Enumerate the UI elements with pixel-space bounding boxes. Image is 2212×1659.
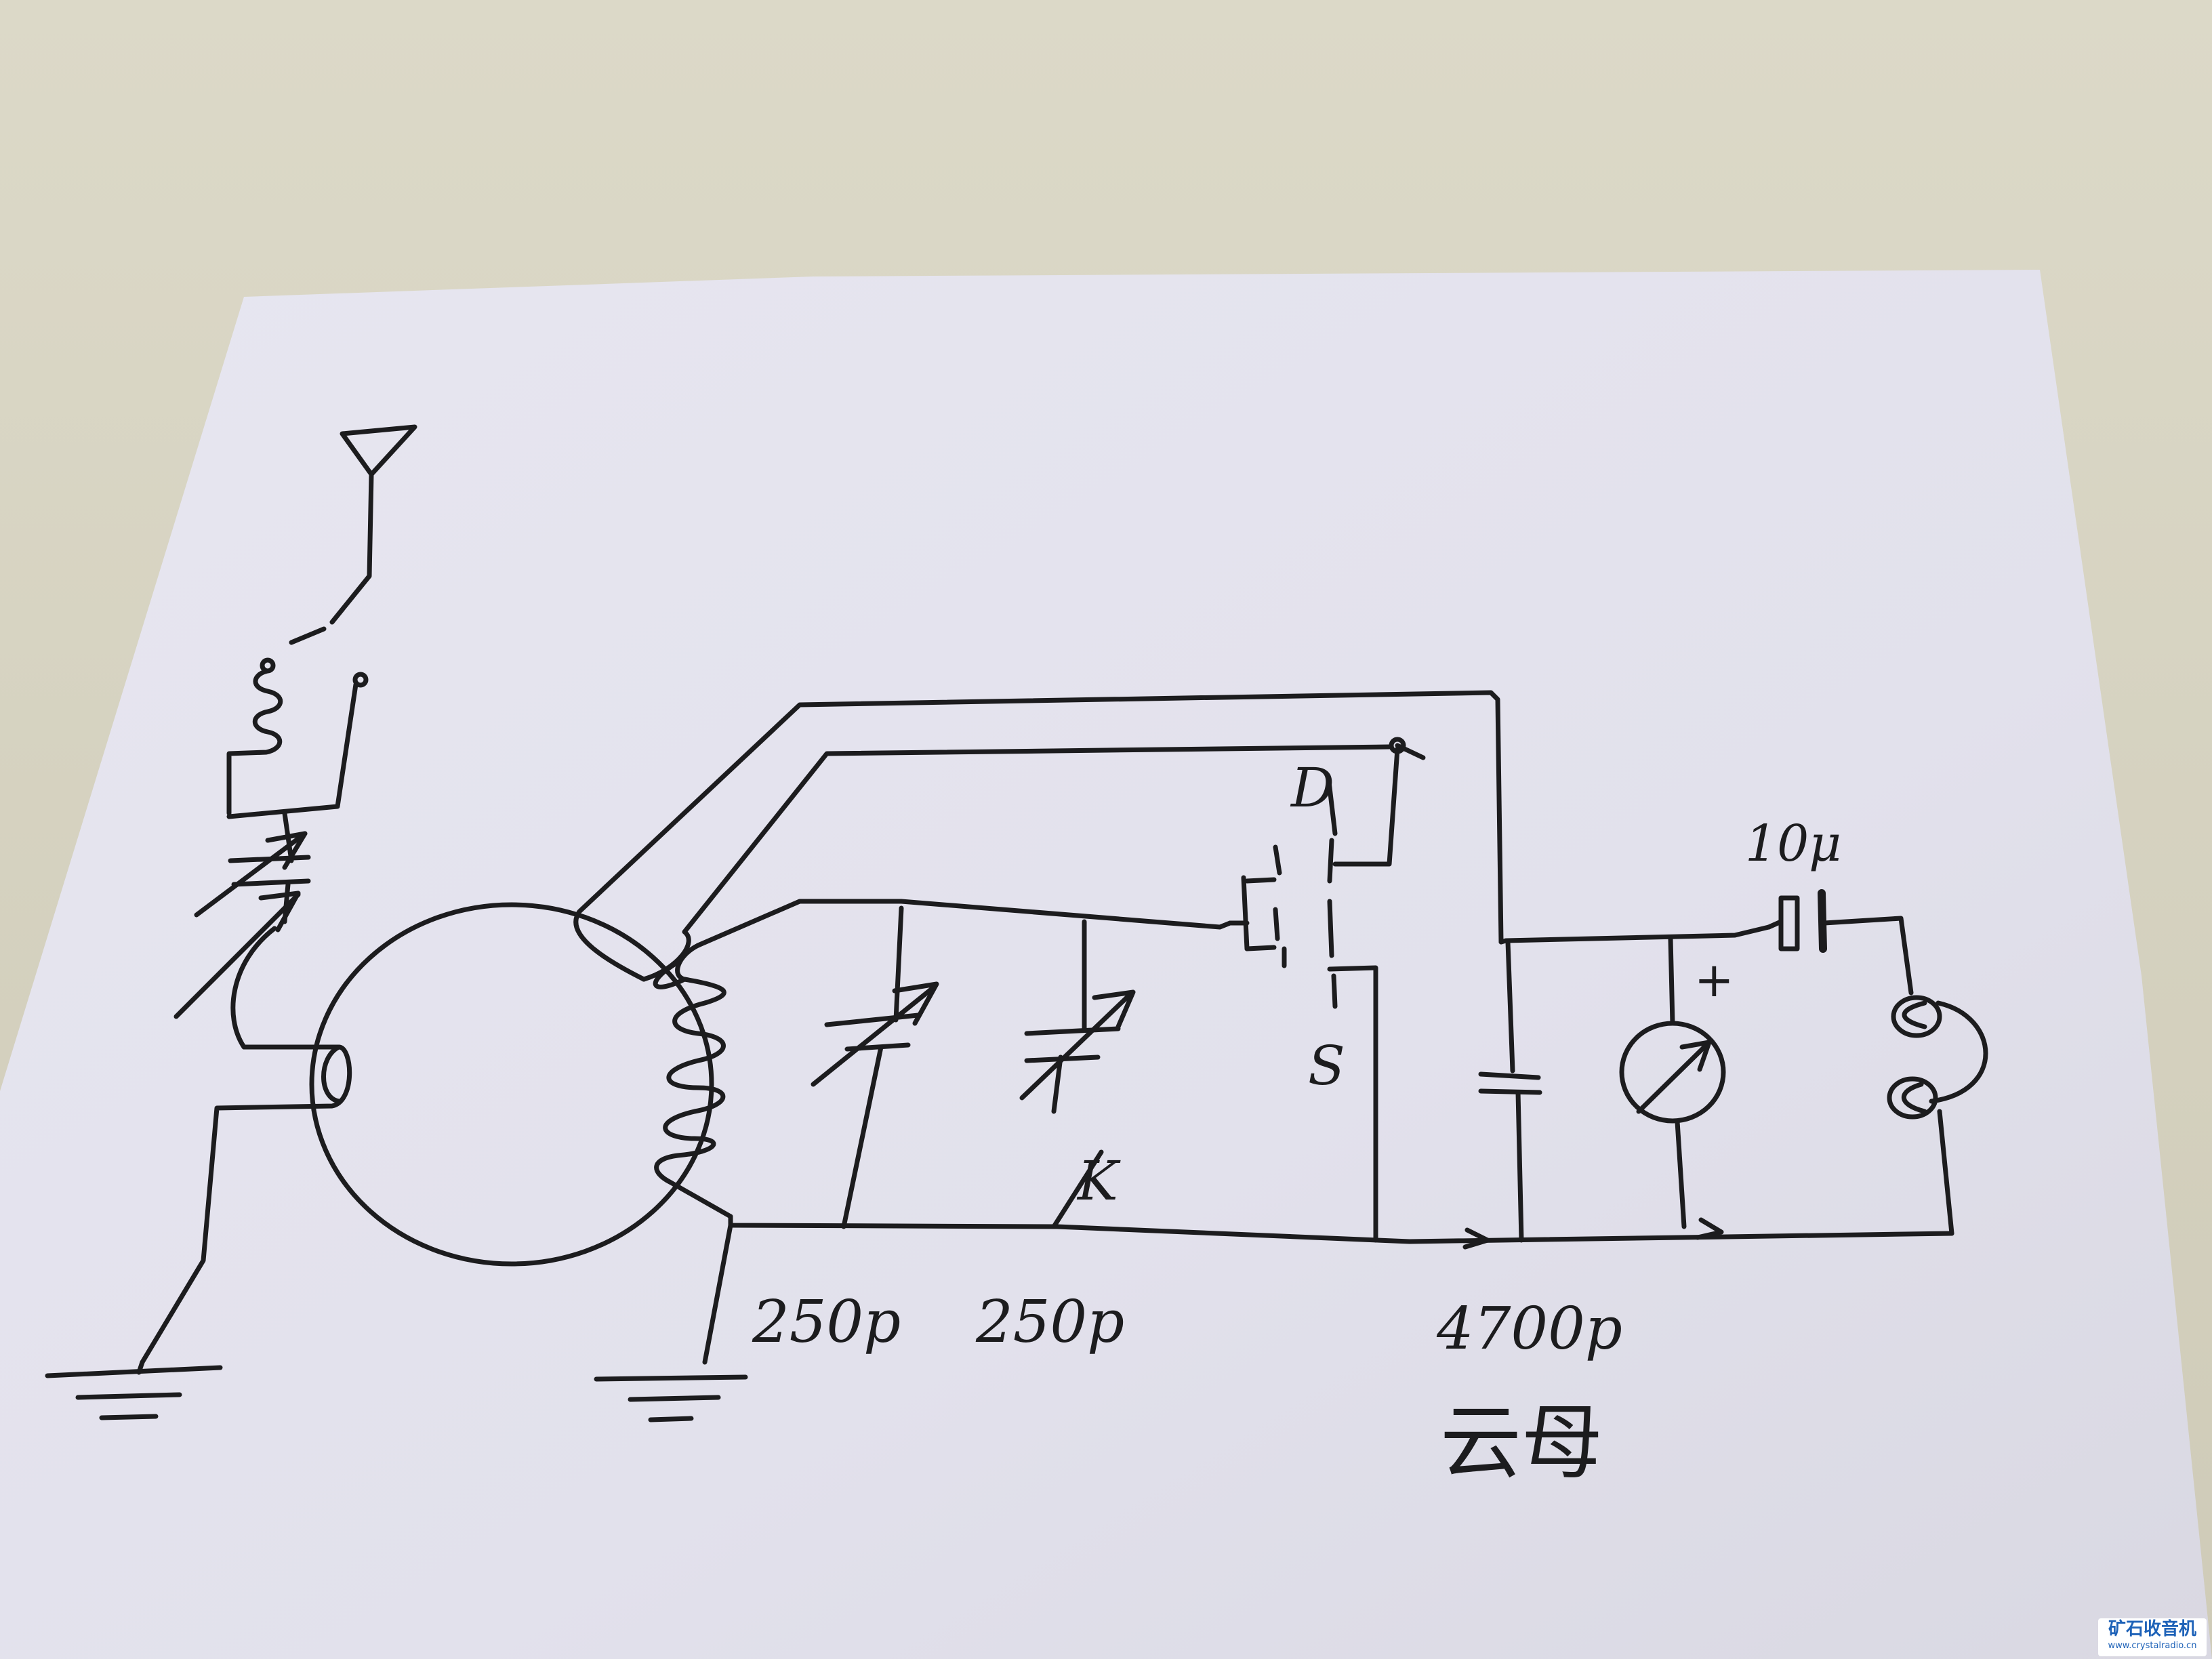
antenna-variable-capacitor — [173, 811, 342, 1050]
paper-sheet — [0, 270, 2212, 1659]
label-capacitor-1: 250p — [752, 1288, 901, 1356]
label-meter-polarity: + — [1694, 952, 1734, 1008]
label-capacitor-2: 250p — [975, 1288, 1124, 1356]
coupling-capacitor — [1766, 889, 1914, 996]
watermark-url: www.crystalradio.cn — [2108, 1641, 2197, 1651]
ground-symbol-right — [594, 1223, 748, 1422]
meter-symbol — [1619, 936, 1726, 1229]
rail-arrow-mark-1 — [1462, 1227, 1490, 1250]
headphones-symbol — [1887, 995, 1988, 1236]
ground-rail — [728, 1214, 1954, 1244]
tuning-capacitor-1 — [811, 905, 939, 1229]
output-rail-top — [1498, 924, 1771, 945]
label-capacitor-3-note: 云母 — [1440, 1396, 1603, 1490]
label-capacitor-3: 4700p — [1436, 1295, 1622, 1363]
tuned-circuit-top-rail — [695, 899, 1233, 948]
label-transistor-source: S — [1308, 1034, 1345, 1097]
transistor-symbol — [1227, 746, 1400, 1243]
secondary-coil — [653, 943, 733, 1219]
bypass-capacitor — [1478, 939, 1542, 1243]
tuning-capacitor-2 — [1019, 919, 1136, 1229]
ferrite-ring — [309, 902, 714, 1267]
label-switch: K — [1076, 1149, 1121, 1212]
ground-symbol-left — [45, 1359, 223, 1420]
label-transistor-drain: D — [1290, 756, 1334, 819]
rail-arrow-mark-2 — [1695, 1217, 1724, 1240]
label-coupling-capacitor: 10μ — [1745, 815, 1841, 873]
watermark-title: 矿石收音机 — [2108, 1619, 2196, 1639]
site-watermark: 矿石收音机 www.crystalradio.cn — [2098, 1618, 2207, 1656]
loading-coil — [226, 657, 369, 819]
antenna-symbol — [289, 424, 417, 645]
